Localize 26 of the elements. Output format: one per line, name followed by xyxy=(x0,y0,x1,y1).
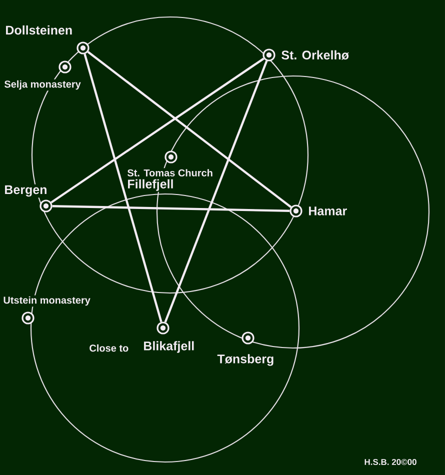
connecting-line xyxy=(164,60,268,323)
place-marker xyxy=(156,322,170,334)
place-label: Hamar xyxy=(307,206,348,216)
place-label: Selja monastery xyxy=(3,79,82,91)
place-marker xyxy=(40,200,52,212)
place-marker xyxy=(164,150,178,164)
place-label: St. Tomas Church Fillefjell xyxy=(126,168,214,192)
connecting-line xyxy=(52,205,290,212)
node-label: St. Tomas Church xyxy=(127,169,212,176)
place-marker xyxy=(262,48,276,62)
place-marker xyxy=(76,42,90,54)
node-label: Fillefjell xyxy=(128,179,173,191)
signature-text: H.S.B. 20©00 xyxy=(364,459,416,465)
place-label: Tønsberg xyxy=(216,353,276,367)
place-label: Utstein monastery xyxy=(2,295,92,307)
place-marker xyxy=(242,332,254,344)
place-label: St. Orkelhø xyxy=(280,49,350,61)
place-marker xyxy=(22,312,34,324)
connecting-line xyxy=(50,58,264,204)
place-marker xyxy=(290,204,302,218)
place-marker xyxy=(58,60,72,74)
place-label: Bergen xyxy=(3,184,48,198)
place-label: Dollsteinen xyxy=(4,24,74,36)
connecting-line xyxy=(84,54,162,322)
place-label: Blikafjell xyxy=(142,340,196,354)
connecting-line xyxy=(87,50,292,208)
